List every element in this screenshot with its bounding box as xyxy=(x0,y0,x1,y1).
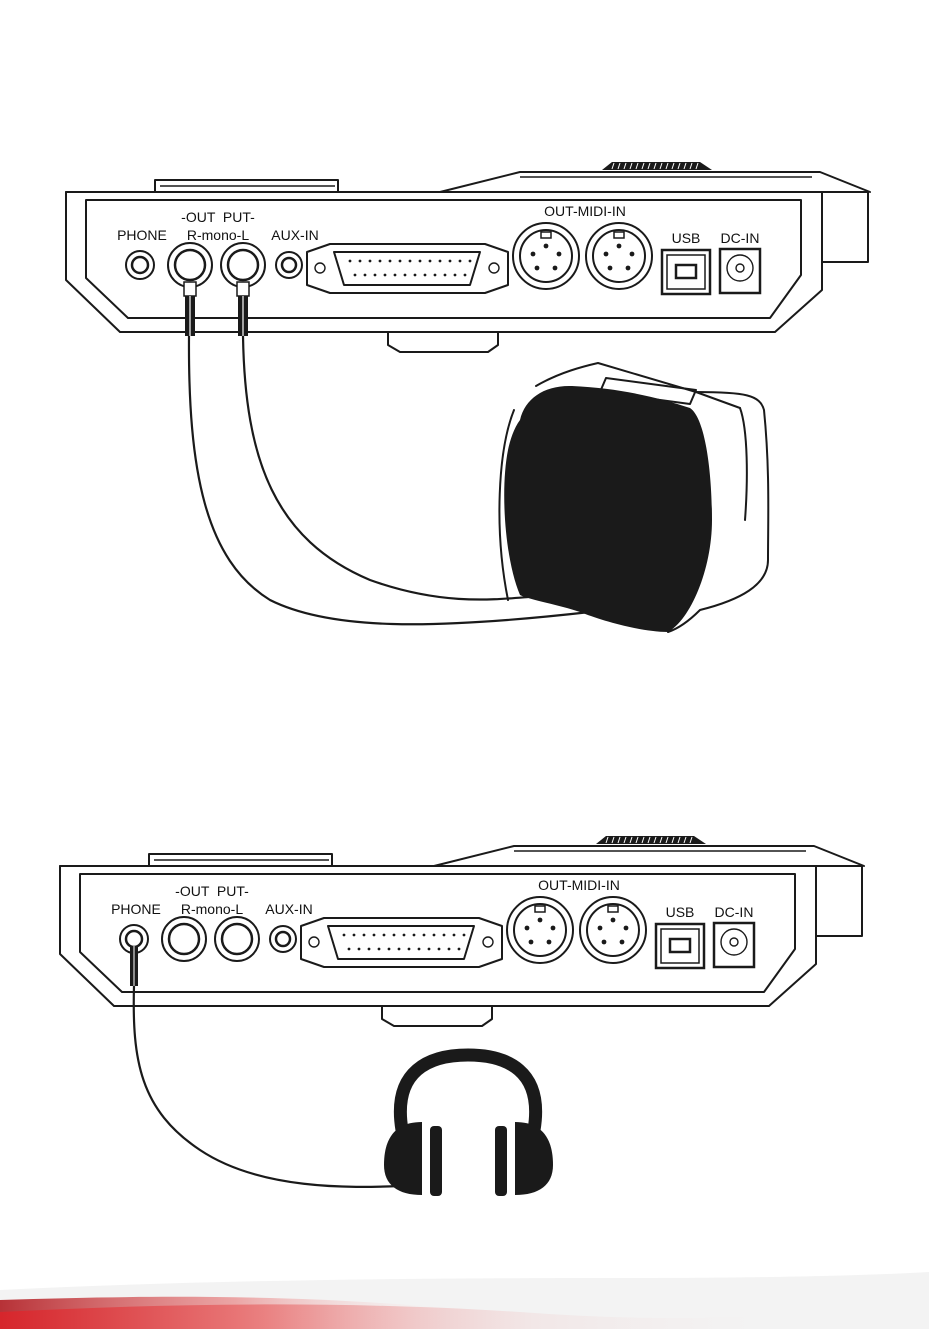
audio-cable xyxy=(243,336,528,600)
dc-in-label: DC-IN xyxy=(715,904,754,920)
aux-in-label: AUX-IN xyxy=(271,227,318,243)
cable-plug-icon xyxy=(130,946,138,986)
output-label-bottom: R-mono-L xyxy=(181,901,243,917)
usb-label: USB xyxy=(666,904,695,920)
cable-plug-icon xyxy=(184,282,196,336)
speaker-icon xyxy=(499,363,768,632)
phone-label: PHONE xyxy=(111,901,161,917)
rear-panel-headphones: PHONE -OUT PUT- R-mono-L AUX-IN OUT-MIDI… xyxy=(60,836,864,1026)
usb-label: USB xyxy=(672,230,701,246)
cable-plug-icon xyxy=(237,282,249,336)
output-label-top: -OUT PUT- xyxy=(181,209,255,225)
output-label-bottom: R-mono-L xyxy=(187,227,249,243)
phone-label: PHONE xyxy=(117,227,167,243)
footer-swoosh xyxy=(0,1272,929,1329)
headphone-cable xyxy=(134,986,400,1187)
midi-label: OUT-MIDI-IN xyxy=(544,203,626,219)
midi-label: OUT-MIDI-IN xyxy=(538,877,620,893)
dc-in-label: DC-IN xyxy=(721,230,760,246)
aux-in-label: AUX-IN xyxy=(265,901,312,917)
rear-panel-amplifier: PHONE -OUT PUT- R-mono-L AUX-IN OUT-MIDI… xyxy=(66,162,870,624)
headphones-icon xyxy=(384,1055,553,1196)
output-label-top: -OUT PUT- xyxy=(175,883,249,899)
